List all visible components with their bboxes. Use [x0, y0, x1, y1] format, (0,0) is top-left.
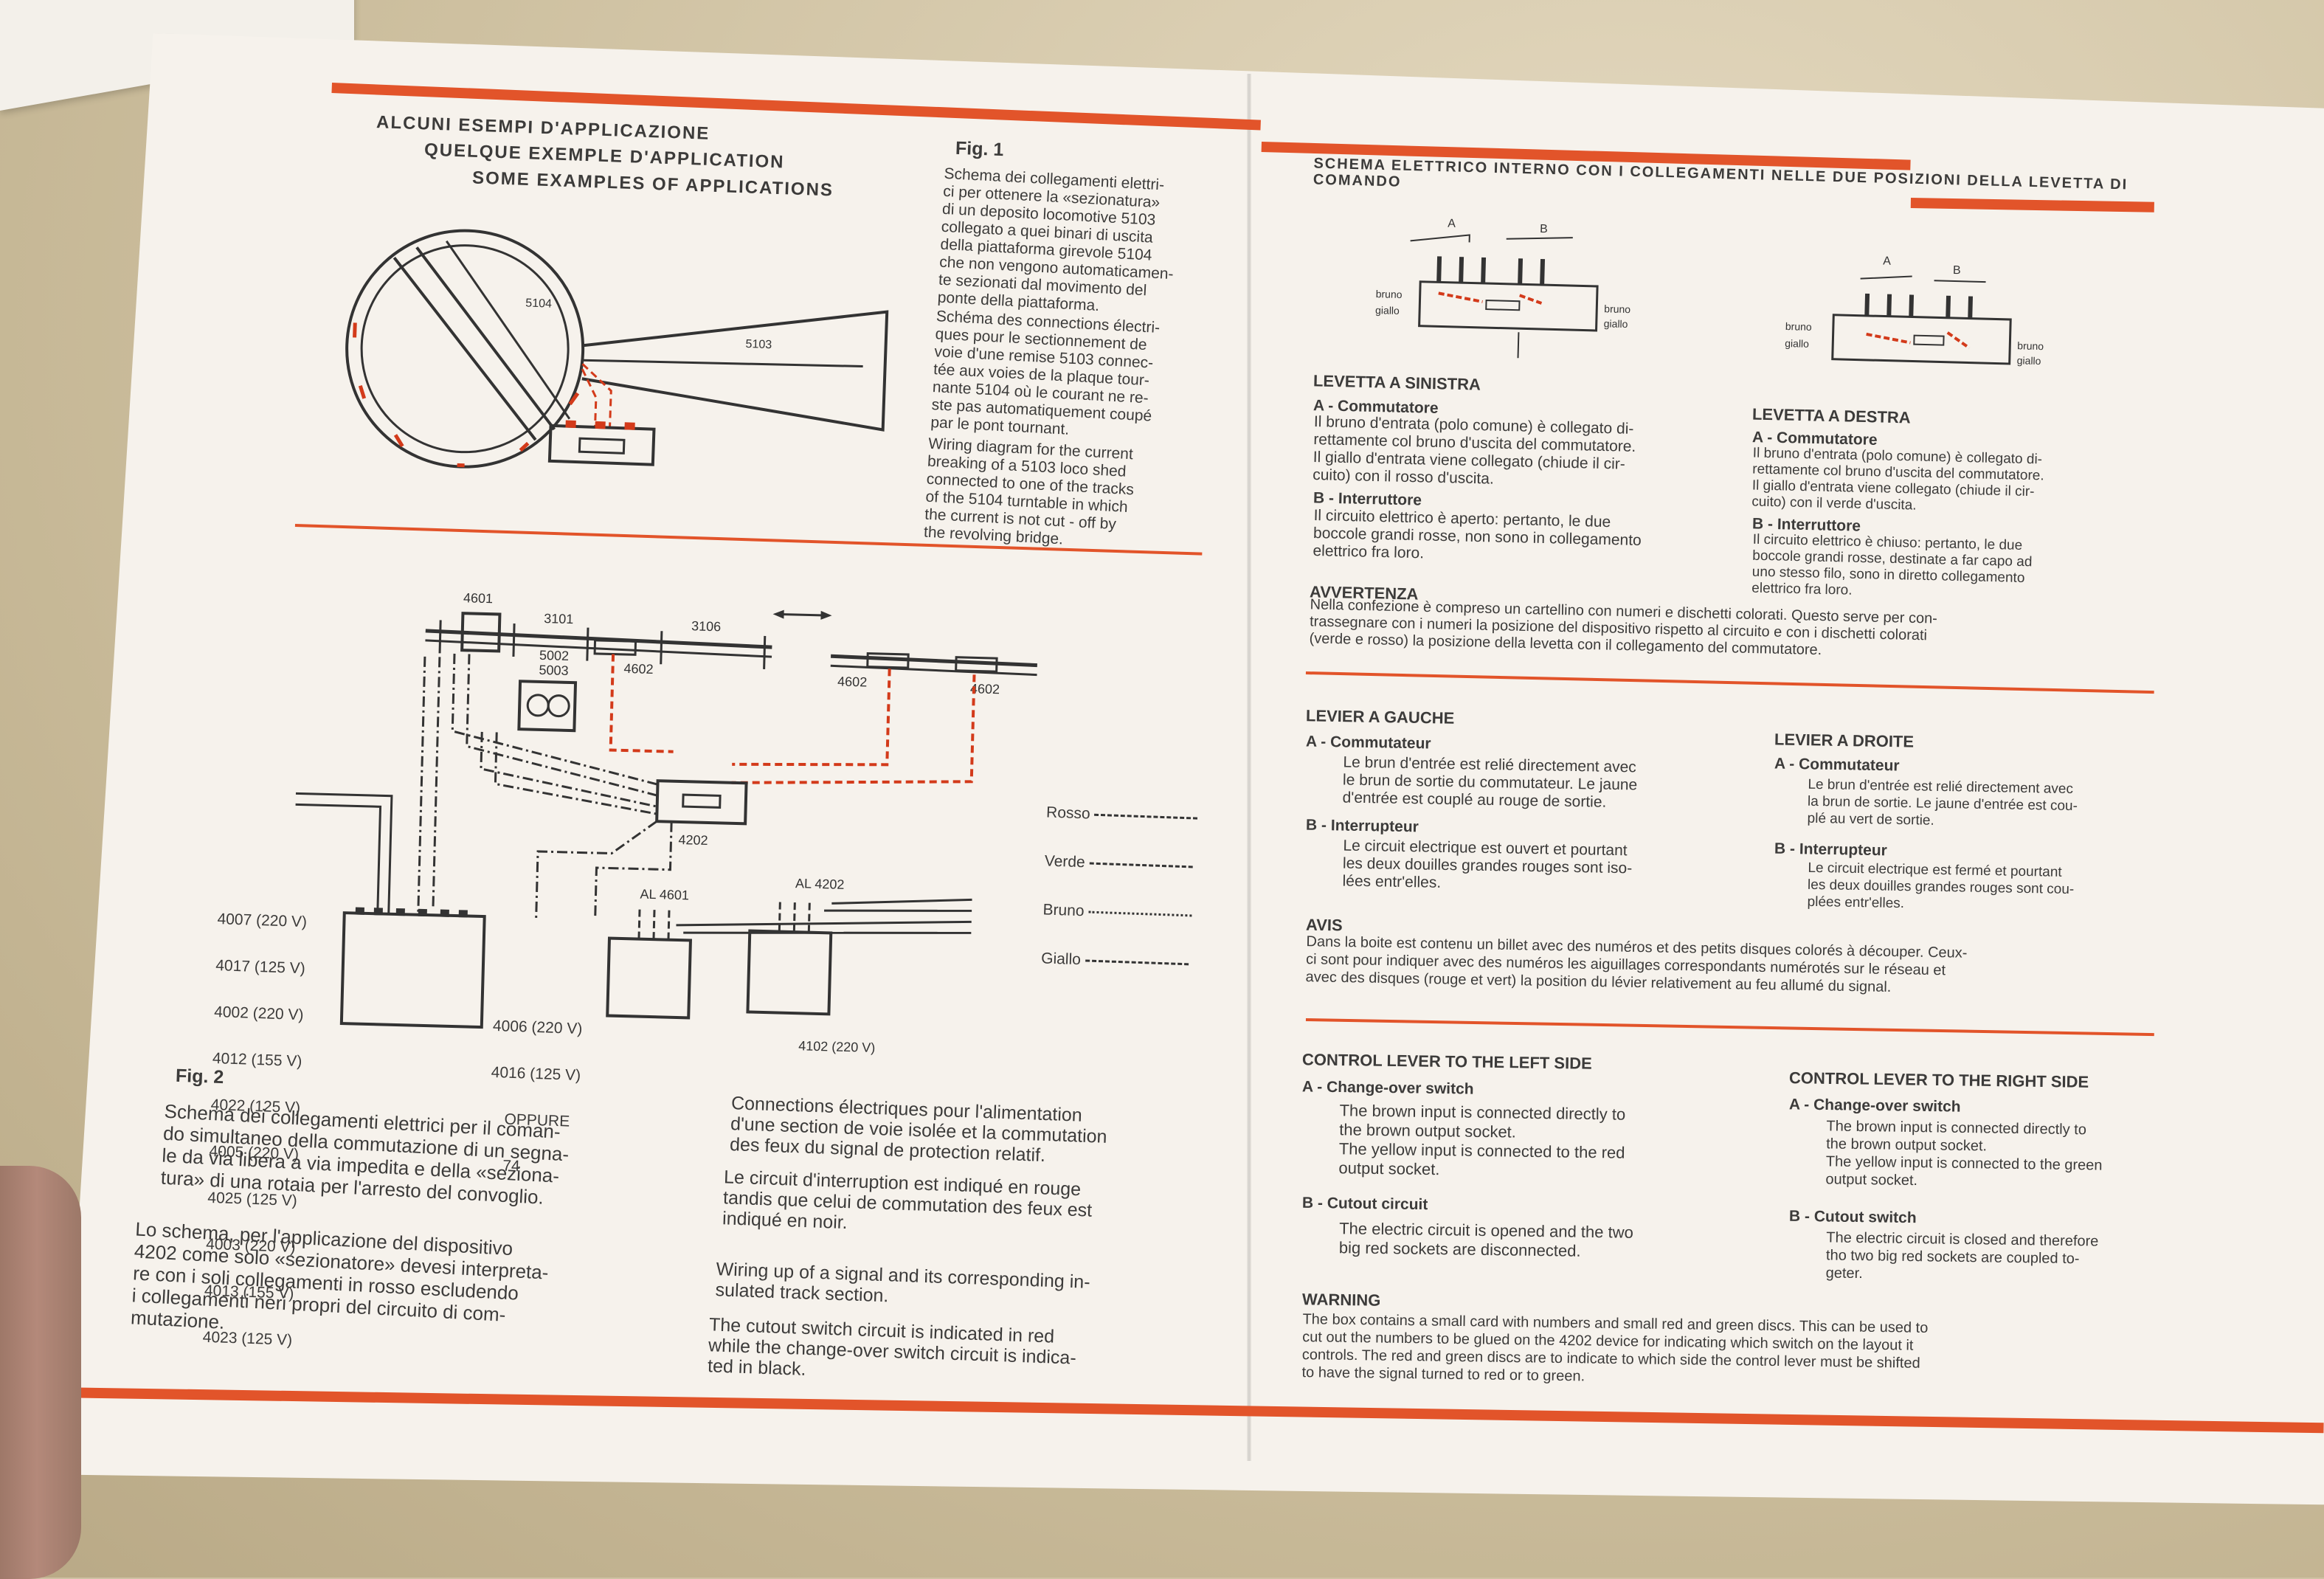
device-left-bruno-out: bruno [1604, 303, 1630, 315]
fr-left-a-text: Le brun d'entrée est relié directement a… [1342, 754, 1637, 812]
direction-arrow [781, 614, 825, 615]
device-left-label-a: A [1448, 218, 1456, 230]
legend-bruno: Bruno [1042, 902, 1194, 923]
transformer-2: 4017 (125 V) [215, 958, 305, 976]
legend-bruno-label: Bruno [1042, 901, 1085, 919]
device-right-bruno-in: bruno [1785, 320, 1812, 333]
en-left-b-text: The electric circuit is opened and the t… [1339, 1219, 1633, 1262]
transformer-3: 4002 (220 V) [214, 1004, 304, 1023]
legend-verde-label: Verde [1044, 852, 1085, 871]
label-4102: 4102 (220 V) [798, 1038, 876, 1055]
fr-left-heading: LEVIER A GAUCHE [1306, 705, 1455, 729]
en-right-heading: CONTROL LEVER TO THE RIGHT SIDE [1789, 1068, 2089, 1093]
fig1-text-it: Schema dei collegamenti elettri- ci per … [937, 165, 1178, 319]
fig1-text-en: Wiring diagram for the current breaking … [923, 435, 1136, 553]
label-4602-b: 4602 [837, 674, 868, 690]
en-right-b-text: The electric circuit is closed and there… [1826, 1229, 2099, 1285]
device-right-bruno-out: bruno [2017, 339, 2044, 352]
device-right-giallo-out: giallo [2017, 354, 2041, 367]
en-right-a-text: The brown input is connected directly to… [1825, 1117, 2103, 1192]
trans-4006: 4006 (220 V) [493, 1018, 583, 1037]
en-left-a-text: The brown input is connected directly to… [1338, 1101, 1625, 1181]
it-right-a-text: Il bruno d'entrata (polo comune) è colle… [1751, 446, 2044, 517]
warning-heading: WARNING [1302, 1289, 1381, 1310]
fig2-text-en-2: The cutout switch circuit is indicated i… [708, 1314, 1077, 1389]
en-right-a: A - Change-over switch [1789, 1096, 1961, 1116]
device-right-label-a: A [1883, 255, 1891, 267]
fr-right-b: B - Interrupteur [1774, 840, 1887, 860]
label-5002: 5002 [539, 648, 570, 663]
it-left-b-text: Il circuito elettrico è aperto: pertanto… [1313, 507, 1642, 567]
device-left-giallo-out: giallo [1604, 317, 1628, 330]
device-left-label-b: B [1540, 223, 1548, 235]
en-left-a: A - Change-over switch [1302, 1078, 1474, 1098]
it-right-heading: LEVETTA A DESTRA [1752, 404, 1911, 429]
it-left-heading: LEVETTA A SINISTRA [1313, 370, 1481, 395]
en-left-heading: CONTROL LEVER TO THE LEFT SIDE [1302, 1049, 1592, 1074]
device-right-label-b: B [1953, 264, 1961, 277]
fig2-label: Fig. 2 [176, 1065, 224, 1088]
trans-4016: 4016 (125 V) [491, 1065, 581, 1083]
label-4602-a: 4602 [623, 661, 654, 677]
label-al4601: AL 4601 [640, 887, 689, 903]
holding-thumb [0, 1166, 81, 1579]
label-4202: 4202 [678, 832, 708, 848]
it-left-a-text: Il bruno d'entrata (polo comune) è colle… [1313, 413, 1636, 491]
fr-left-a: A - Commutateur [1306, 733, 1431, 753]
fr-right-b-text: Le circuit electrique est fermé et pourt… [1807, 860, 2074, 915]
it-right-b-text: Il circuito elettrico è chiuso: pertanto… [1751, 532, 2033, 604]
fig2-text-fr-1: Connections électriques pour l'alimentat… [730, 1093, 1108, 1168]
fig1-turntable-diagram: 5104 5103 [332, 207, 907, 502]
legend-rosso-label: Rosso [1046, 804, 1090, 822]
legend-rosso: Rosso [1046, 804, 1198, 826]
device-left-giallo-in: giallo [1375, 304, 1400, 317]
label-3106: 3106 [691, 618, 722, 634]
fig1-text-fr: Schéma des connections électri- ques pou… [930, 308, 1161, 443]
legend-giallo: Giallo [1041, 950, 1193, 972]
fig2-text-fr-2: Le circuit d'interruption est indiqué en… [722, 1167, 1093, 1241]
label-3101: 3101 [544, 611, 574, 626]
transformer-1: 4007 (220 V) [217, 911, 307, 930]
label-4601: 4601 [463, 590, 494, 606]
fig2-text-it-2: Lo schema, per l'applicazione del dispos… [130, 1217, 550, 1350]
legend-verde: Verde [1044, 853, 1196, 874]
en-left-b: B - Cutout circuit [1302, 1195, 1428, 1214]
en-right-b: B - Cutout switch [1789, 1208, 1917, 1227]
warning-text: The box contains a small card with numbe… [1301, 1310, 1928, 1390]
legend-giallo-label: Giallo [1041, 950, 1081, 968]
fr-right-heading: LEVIER A DROITE [1774, 729, 1915, 752]
label-5003: 5003 [539, 663, 569, 678]
label-5103: 5103 [745, 338, 772, 351]
label-al4202: AL 4202 [795, 876, 845, 892]
device-right-giallo-in: giallo [1785, 337, 1809, 350]
fr-right-a: A - Commutateur [1774, 756, 1900, 775]
legend: Rosso Verde Bruno Giallo [1040, 773, 1199, 989]
fr-left-b-text: Le circuit electrique est ouvert et pour… [1342, 837, 1632, 896]
transformer-4: 4012 (155 V) [212, 1051, 302, 1069]
switch-device-diagram-right: A B bruno giallo bruno giallo [1771, 243, 2081, 406]
fr-right-a-text: Le brun d'entrée est relié directement a… [1807, 776, 2078, 832]
fig1-label: Fig. 1 [955, 138, 1004, 160]
fr-left-b: B - Interrupteur [1306, 817, 1419, 837]
device-left-bruno-in: bruno [1376, 288, 1403, 300]
leaflet-fold [1247, 74, 1251, 1461]
switch-device-diagram-left: A B bruno giallo bruno giallo [1358, 214, 1667, 362]
label-5104: 5104 [525, 297, 552, 311]
